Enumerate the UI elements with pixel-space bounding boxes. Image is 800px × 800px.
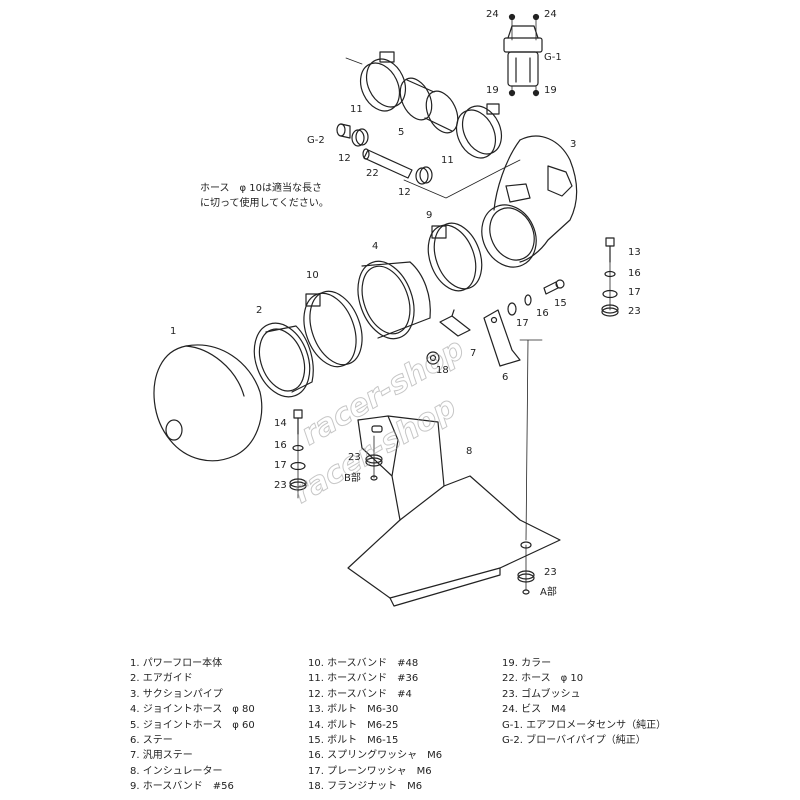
hose-band-9 bbox=[427, 222, 483, 292]
callout-11-lower: 11 bbox=[441, 155, 454, 166]
joint-hose-4 bbox=[357, 260, 431, 340]
legend-item: 14. ボルト M6-25 bbox=[308, 719, 399, 731]
callout-15: 15 bbox=[554, 298, 567, 309]
callout-5: 5 bbox=[398, 127, 405, 138]
callout-9: 9 bbox=[426, 210, 433, 221]
callout-11-top: 11 bbox=[350, 104, 363, 115]
legend-item: 10. ホースバンド #48 bbox=[308, 658, 419, 669]
callout-22: 22 bbox=[366, 168, 379, 179]
callout-7: 7 bbox=[470, 348, 477, 359]
callout-19-left: 19 bbox=[486, 85, 499, 96]
legend-item: 6. ステー bbox=[130, 735, 173, 747]
legend-item: 23. ゴムブッシュ bbox=[502, 688, 581, 700]
fastener-set-middle bbox=[507, 279, 565, 316]
legend-item: G-2. ブローバイパイプ（純正） bbox=[502, 735, 646, 747]
fastener-set-left bbox=[289, 409, 307, 491]
hose-22 bbox=[362, 148, 413, 179]
legend-item: 18. フランジナット M6 bbox=[308, 781, 423, 793]
fastener-set-right bbox=[601, 237, 619, 317]
callout-14: 14 bbox=[274, 418, 287, 429]
callout-17-middle: 17 bbox=[516, 318, 529, 329]
power-flow-body bbox=[153, 344, 263, 462]
callout-24-left: 24 bbox=[486, 9, 499, 20]
legend-item: 12. ホースバンド #4 bbox=[308, 688, 412, 700]
joint-hose-5 bbox=[399, 77, 459, 134]
callout-13: 13 bbox=[628, 247, 641, 258]
legend-item: 15. ボルト M6-15 bbox=[308, 735, 399, 747]
callout-12-lower: 12 bbox=[398, 187, 411, 198]
legend-item: 22. ホース φ 10 bbox=[502, 673, 584, 685]
airflow-sensor bbox=[503, 25, 543, 87]
callout-10: 10 bbox=[306, 270, 319, 281]
callout-g1: G-1 bbox=[544, 52, 562, 63]
blowby-pipe bbox=[336, 123, 351, 139]
bushing-23-b bbox=[365, 454, 383, 481]
bushing-23-a bbox=[517, 570, 535, 595]
hose-band-11-lower bbox=[455, 103, 503, 159]
collar-19 bbox=[508, 89, 540, 97]
callout-19-right: 19 bbox=[544, 85, 557, 96]
flange-nut-18 bbox=[426, 351, 440, 365]
legend-column-2: 10. ホースバンド #48 11. ホースバンド #36 12. ホースバンド #… bbox=[308, 656, 442, 795]
callout-8: 8 bbox=[466, 446, 473, 457]
legend-item: 3. サクションパイプ bbox=[130, 688, 223, 700]
callout-2: 2 bbox=[256, 305, 263, 316]
callout-4: 4 bbox=[372, 241, 379, 252]
legend-item: 11. ホースバンド #36 bbox=[308, 673, 419, 685]
legend-item: 8. インシュレーター bbox=[130, 765, 223, 777]
generic-stay bbox=[439, 309, 471, 337]
legend-item: 2. エアガイド bbox=[130, 673, 193, 685]
callout-1: 1 bbox=[170, 326, 177, 337]
legend-item: 13. ボルト M6-30 bbox=[308, 704, 399, 716]
legend-item: 4. ジョイントホース φ 80 bbox=[130, 704, 255, 716]
legend-item: 7. 汎用ステー bbox=[130, 750, 193, 762]
hose-band-10 bbox=[303, 290, 363, 368]
legend-column-1: 1. パワーフロー本体 2. エアガイド 3. サクションパイプ 4. ジョイントホー… bbox=[130, 656, 255, 795]
legend-item: 9. ホースバンド #56 bbox=[130, 781, 234, 793]
callout-23-left: 23 bbox=[274, 480, 287, 491]
callout-17-right: 17 bbox=[628, 287, 641, 298]
legend-item: 5. ジョイントホース φ 60 bbox=[130, 719, 255, 731]
insulator bbox=[347, 415, 561, 607]
callout-12-top: 12 bbox=[338, 153, 351, 164]
hose-band-11-top bbox=[359, 51, 407, 112]
hose-band-12-lower bbox=[415, 166, 433, 185]
callout-18: 18 bbox=[436, 365, 449, 376]
hose-note-line-1: ホース φ 10は適当な長さ bbox=[200, 183, 322, 194]
air-guide bbox=[253, 322, 314, 398]
legend-item: 16. スプリングワッシャ M6 bbox=[308, 750, 443, 762]
callout-6: 6 bbox=[502, 372, 509, 383]
callout-b-part: B部 bbox=[344, 473, 361, 484]
stay-6 bbox=[483, 309, 521, 367]
callout-16-middle: 16 bbox=[536, 308, 549, 319]
legend-item: 19. カラー bbox=[502, 658, 552, 669]
legend-item: 24. ビス M4 bbox=[502, 704, 567, 716]
callout-16-right: 16 bbox=[628, 268, 641, 279]
callout-23-a: 23 bbox=[544, 567, 557, 578]
callout-16-left: 16 bbox=[274, 440, 287, 451]
leader-lines bbox=[297, 19, 611, 591]
legend-column-3: 19. カラー 22. ホース φ 10 23. ゴムブッシュ 24. ビス M4 G-… bbox=[502, 656, 666, 748]
callout-23-right: 23 bbox=[628, 306, 641, 317]
callout-a-part: A部 bbox=[540, 587, 557, 598]
callout-23-b: 23 bbox=[348, 452, 361, 463]
legend-item: 1. パワーフロー本体 bbox=[130, 658, 223, 669]
screw-24 bbox=[508, 13, 540, 21]
legend-item: G-1. エアフロメータセンサ（純正） bbox=[502, 719, 667, 731]
callout-g2: G-2 bbox=[307, 135, 325, 146]
callout-24-right: 24 bbox=[544, 9, 557, 20]
callout-17-left: 17 bbox=[274, 460, 287, 471]
legend-item: 17. プレーンワッシャ M6 bbox=[308, 765, 432, 777]
callout-3: 3 bbox=[570, 139, 577, 150]
suction-pipe bbox=[481, 135, 578, 268]
hose-note-line-2: に切って使用してください。 bbox=[200, 198, 329, 209]
hose-band-12-top bbox=[351, 128, 369, 147]
